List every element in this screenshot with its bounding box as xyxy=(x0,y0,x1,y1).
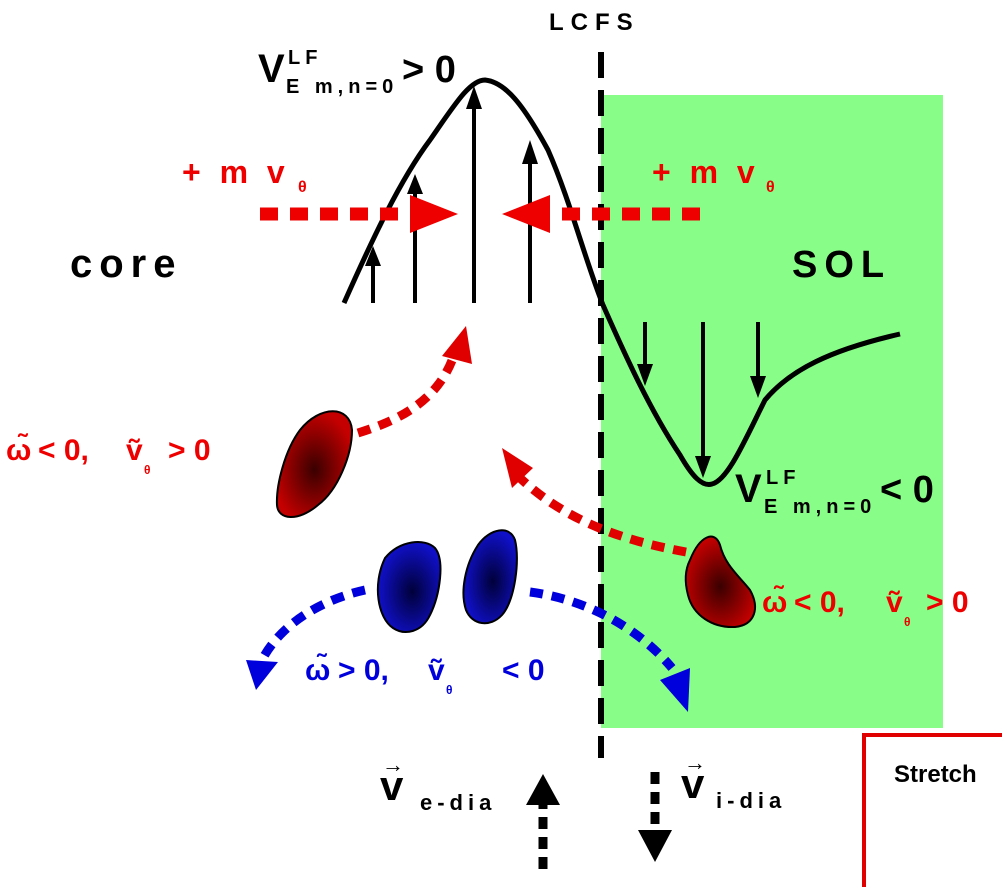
svg-text:> 0: > 0 xyxy=(168,434,211,467)
svg-text:< 0: < 0 xyxy=(880,469,934,511)
svg-text:v: v xyxy=(681,760,705,807)
sol-label: SOL xyxy=(792,244,891,286)
svg-text:ṽ: ṽ xyxy=(886,586,903,619)
svg-text:V: V xyxy=(735,467,762,511)
svg-text:→: → xyxy=(382,752,404,777)
svg-text:ω̃: ω̃ xyxy=(762,585,787,619)
downward-field-arrows xyxy=(637,322,766,478)
blue-flow-arrowhead-right xyxy=(660,668,690,712)
svg-text:e-dia: e-dia xyxy=(420,790,496,815)
red-flow-arrowhead-right xyxy=(502,448,533,488)
blue-eddy-right xyxy=(462,529,518,625)
blue-eddy-left xyxy=(376,541,442,633)
lcfs-label: LCFS xyxy=(549,9,640,36)
note-text: Stretch xyxy=(894,761,977,788)
note-box: Stretch xyxy=(862,733,1002,887)
red-eddy-left xyxy=(275,410,354,518)
potential-profile-curve xyxy=(341,77,901,487)
v-lf-positive-label: V LF E m,n=0 > 0 xyxy=(258,47,456,98)
momentum-arrow-left xyxy=(260,195,458,233)
svg-text:ṽ: ṽ xyxy=(428,654,445,687)
ion-drift-arrow xyxy=(638,772,672,862)
svg-text:ṽ: ṽ xyxy=(126,434,143,467)
blue-eddy-label: ω̃ > 0, ṽ θ < 0 xyxy=(305,653,545,697)
turbulence-flow-diagram: LCFS core SOL V LF E m,n=0 > 0 V LF E m,… xyxy=(6,9,969,869)
red-flow-arrow-left xyxy=(356,350,460,438)
svg-text:LF: LF xyxy=(766,467,800,489)
core-label: core xyxy=(70,242,183,286)
red-eddy-right xyxy=(684,535,756,629)
svg-text:i-dia: i-dia xyxy=(716,788,786,813)
svg-text:θ: θ xyxy=(904,615,911,629)
svg-text:v: v xyxy=(380,762,404,809)
red-eddy-label-right: ω̃ < 0, ṽ θ > 0 xyxy=(762,585,969,629)
svg-text:+ m v: + m v xyxy=(652,154,760,190)
svg-text:< 0,: < 0, xyxy=(38,434,89,467)
svg-text:θ: θ xyxy=(144,463,151,477)
blue-flow-arrowhead-left xyxy=(246,660,278,690)
svg-text:θ: θ xyxy=(766,179,775,196)
svg-text:LF: LF xyxy=(288,47,322,69)
v-lf-negative-label: V LF E m,n=0 < 0 xyxy=(735,467,934,518)
svg-text:< 0: < 0 xyxy=(502,654,545,687)
upward-field-arrows xyxy=(365,86,538,303)
svg-text:V: V xyxy=(258,47,285,91)
blue-flow-arrow-left xyxy=(257,585,366,663)
svg-text:E m,n=0: E m,n=0 xyxy=(764,496,876,518)
svg-text:ω̃: ω̃ xyxy=(305,653,330,687)
svg-text:→: → xyxy=(684,750,706,775)
svg-text:θ: θ xyxy=(446,683,453,697)
momentum-arrow-right xyxy=(502,195,700,233)
red-flow-arrow-right xyxy=(516,474,687,557)
red-eddy-label-left: ω̃ < 0, ṽ θ > 0 xyxy=(6,433,211,477)
svg-text:< 0,: < 0, xyxy=(794,586,845,619)
sol-region xyxy=(601,95,943,728)
svg-text:> 0: > 0 xyxy=(926,586,969,619)
electron-drift-arrow xyxy=(526,774,560,869)
svg-text:+ m v: + m v xyxy=(182,154,290,190)
svg-text:> 0: > 0 xyxy=(402,49,456,91)
electron-diamagnetic-label: → v e-dia xyxy=(380,752,496,815)
mv-theta-label-right: + m v θ xyxy=(652,154,775,196)
red-flow-arrowhead-left xyxy=(442,326,472,364)
svg-text:ω̃: ω̃ xyxy=(6,433,31,467)
svg-text:θ: θ xyxy=(298,179,307,196)
mv-theta-label-left: + m v θ xyxy=(182,154,307,196)
svg-text:> 0,: > 0, xyxy=(338,654,389,687)
svg-text:E m,n=0: E m,n=0 xyxy=(286,76,398,98)
ion-diamagnetic-label: → v i-dia xyxy=(681,750,786,813)
